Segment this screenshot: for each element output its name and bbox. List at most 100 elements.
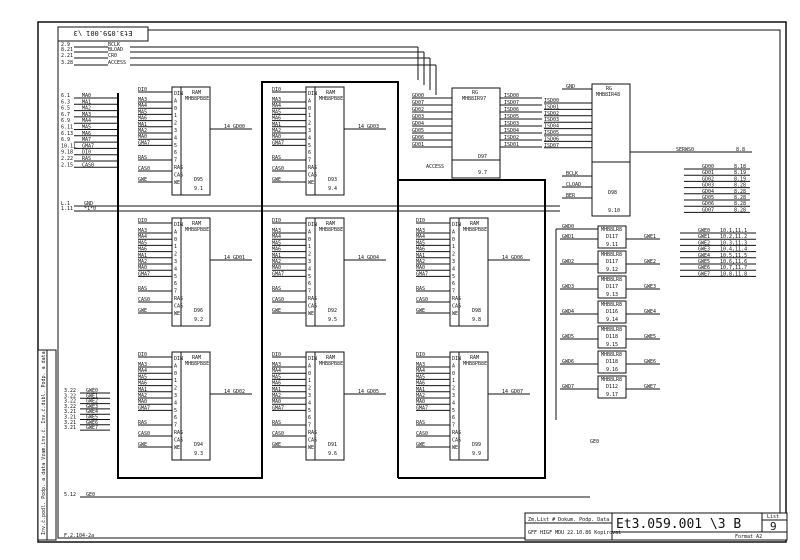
gwe-ref-target: 10.2,11.2 xyxy=(720,234,747,240)
ram-input-signal: CAS0 xyxy=(272,297,284,303)
gate-ref: 9.17 xyxy=(606,392,618,398)
ram-pin-label: 0 xyxy=(452,371,455,377)
bus-out-name: GD00 xyxy=(702,164,714,170)
gwe-ref-name: GWE3 xyxy=(698,247,710,253)
gnd-signal-name: GND xyxy=(84,201,93,207)
ram-pin-label: 3 xyxy=(308,259,311,265)
ram-pin-label: A xyxy=(308,229,311,235)
ram-body xyxy=(305,217,345,327)
ram-input-signal: GMA7 xyxy=(272,140,284,146)
ram-pin-label: WE xyxy=(308,180,314,186)
gate-body xyxy=(597,350,627,374)
ram-input-signal: DI0 xyxy=(138,87,147,93)
d98-input: ISD00 xyxy=(544,98,559,104)
ram-input-signal: MA3 xyxy=(272,97,281,103)
gnd-signal-name: *1*0 xyxy=(84,206,96,212)
ram-pin-label: 0 xyxy=(308,237,311,243)
ram-pin-label: 2 xyxy=(308,252,311,258)
ram-input-signal: MA1 xyxy=(138,387,147,393)
gate-input: GWD3 xyxy=(562,284,574,290)
ram-pin-label: CAS xyxy=(308,172,317,178)
ram-pin-label: 0 xyxy=(452,237,455,243)
d97-part: MHB8IR97 xyxy=(462,96,486,102)
ram-output-signal: 14 GD02 xyxy=(224,389,245,395)
ram-output-signal: 14 GD00 xyxy=(224,124,245,130)
ram-input-signal: MA6 xyxy=(416,247,425,253)
ram-input-signal: MA6 xyxy=(416,381,425,387)
gate-id: D118 xyxy=(606,359,618,365)
ram-pin-label: 2 xyxy=(174,252,177,258)
ram-input-signal: MA0 xyxy=(138,265,147,271)
bus-out-ref: 8.19 xyxy=(734,176,746,182)
ram-pin-label: 7 xyxy=(308,289,311,295)
ram-part: MHB8PB8E xyxy=(185,96,209,102)
gate-output: GWE1 xyxy=(644,234,656,240)
input-pin-ref: 8.21 xyxy=(61,47,73,53)
ram-input-signal: RAS xyxy=(272,420,281,426)
d97-input: GD00 xyxy=(412,93,424,99)
ram-input-signal: MA6 xyxy=(272,381,281,387)
ram-input-signal: MA1 xyxy=(416,387,425,393)
ram-pin-label: 4 xyxy=(308,400,311,406)
ram-input-signal: DI0 xyxy=(272,352,281,358)
ram-input-signal: DI0 xyxy=(272,87,281,93)
addr-signal-name: MA7 xyxy=(82,137,91,143)
ram-pin-label: RAS xyxy=(308,430,317,436)
wires-layer xyxy=(74,46,756,498)
ram-pin-label: 4 xyxy=(308,135,311,141)
sheet-label: List xyxy=(767,514,779,520)
ram-pin-label: 1 xyxy=(308,378,311,384)
addr-pin-ref: 2.15 xyxy=(61,162,73,168)
ram-pin-label: 1 xyxy=(308,244,311,250)
d98-input: ISD03 xyxy=(544,117,559,123)
ram-input-signal: DI0 xyxy=(138,218,147,224)
ram-body xyxy=(449,351,489,461)
ram-pin-label: 1 xyxy=(174,113,177,119)
gate-body xyxy=(597,275,627,299)
ram-body xyxy=(171,217,211,327)
addr-signal-name: GMA7 xyxy=(82,143,94,149)
ram-pin-label: RAS xyxy=(452,430,461,436)
ram-pin-label: 3 xyxy=(308,128,311,134)
ram-pin-label: 2 xyxy=(174,386,177,392)
addr-signal-name: MA3 xyxy=(82,112,91,118)
gate-top-input: GWD0 xyxy=(562,224,574,230)
gate-ref: 9.12 xyxy=(606,267,618,273)
ram-pin-label: 4 xyxy=(174,135,177,141)
d98-input: ISD02 xyxy=(544,111,559,117)
gate-body xyxy=(597,250,627,274)
input-signal-name: CR0 xyxy=(108,53,117,59)
ram-pin-label: 6 xyxy=(174,415,177,421)
ge0-pin-ref: 5.12 xyxy=(64,492,76,498)
ram-pin-label: 5 xyxy=(452,274,455,280)
ram-pin-label: 3 xyxy=(452,259,455,265)
d97-output: ISD00 xyxy=(504,93,519,99)
ram-pin-label: 3 xyxy=(174,128,177,134)
d97-id: D97 xyxy=(478,154,487,160)
ram-ref: 9.6 xyxy=(328,451,337,457)
d97-body xyxy=(451,87,501,179)
ram-input-signal: RAS xyxy=(416,420,425,426)
ram-input-signal: MA0 xyxy=(416,265,425,271)
ram-pin-label: 2 xyxy=(452,252,455,258)
bus-out-ref: 8.18 xyxy=(734,164,746,170)
ram-chip: RAMMHB8PB8EDINA01234567RASCASWEDI0MA3MA4… xyxy=(138,351,252,461)
gate-id: D117 xyxy=(606,284,618,290)
gate-input: GWD7 xyxy=(562,384,574,390)
ram-pin-label: 7 xyxy=(174,289,177,295)
ram-ref: 9.2 xyxy=(194,317,203,323)
d97-output: ISD04 xyxy=(504,128,519,134)
addr-signal-name: MA2 xyxy=(82,106,91,112)
ram-pin-label: CAS xyxy=(174,303,183,309)
ram-input-signal: GWE xyxy=(272,442,281,448)
ram-output-signal: 14 GD07 xyxy=(502,389,523,395)
d97-ref: 9.7 xyxy=(478,170,487,176)
ram-input-signal: CAS0 xyxy=(272,431,284,437)
addr-signal-name: MA1 xyxy=(82,99,91,105)
ram-output-signal: 14 GD01 xyxy=(224,255,245,261)
title-block: Zm.List # Dokum. Podp. Data GFF HIGF MDU… xyxy=(524,512,788,541)
input-signal-name: BCLK xyxy=(108,42,120,48)
gate-part: MHB8LR8 xyxy=(601,377,622,383)
ram-input-signal: MA2 xyxy=(416,393,425,399)
ram-input-signal: GMA7 xyxy=(138,405,150,411)
